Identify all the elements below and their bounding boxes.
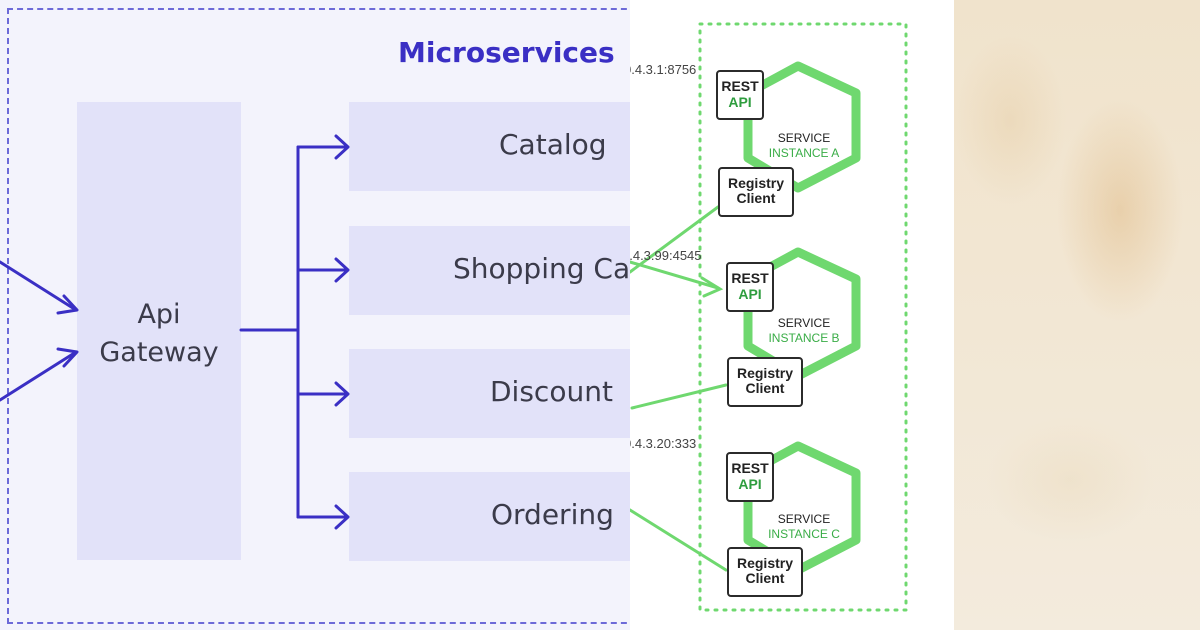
- client-word: Client: [745, 570, 785, 586]
- gateway-line2: Gateway: [99, 337, 219, 368]
- registry-link-b: [630, 383, 728, 410]
- arrowhead-catalog: [334, 134, 350, 160]
- service-label-catalog: Catalog: [499, 128, 607, 161]
- rest-api-box-a: REST API: [716, 70, 764, 120]
- registry-client-a: Registry Client: [718, 167, 794, 217]
- rest-api-box-b: REST API: [726, 262, 774, 312]
- instance-name: INSTANCE C: [768, 527, 840, 541]
- registry-client-b: Registry Client: [727, 357, 803, 407]
- instance-name: INSTANCE B: [768, 331, 840, 345]
- request-arrow-b: [630, 260, 720, 290]
- gateway-connectors: [0, 134, 350, 530]
- service-label-shopping-cart: Shopping Cart: [453, 252, 630, 285]
- rest-label: REST: [721, 78, 759, 94]
- api-label: API: [738, 286, 762, 302]
- service-label-ordering: Ordering: [491, 498, 614, 531]
- service-box-shopping-cart: [349, 226, 630, 315]
- registry-link-a: [630, 205, 720, 274]
- arrowhead-discount: [334, 381, 350, 407]
- incoming-arrowhead-1: [56, 294, 79, 315]
- address-instance-b: 0.4.3.99:4545: [630, 248, 702, 263]
- service-instance-a-label: SERVICE INSTANCE A: [749, 131, 859, 161]
- request-arrowhead-b: [700, 276, 724, 298]
- incoming-arrow-2: [0, 350, 78, 402]
- api-gateway-box: [77, 102, 241, 560]
- api-label: API: [728, 94, 752, 110]
- client-word: Client: [736, 190, 776, 206]
- rest-label: REST: [731, 460, 769, 476]
- rest-label: REST: [731, 270, 769, 286]
- gateway-line1: Api: [137, 299, 181, 330]
- service-instance-b-label: SERVICE INSTANCE B: [749, 316, 859, 346]
- incoming-arrowhead-2: [56, 347, 79, 368]
- registry-word: Registry: [727, 175, 785, 191]
- microservices-diagram: Api Gateway Catalog Shopping Cart Discou…: [0, 0, 630, 630]
- address-instance-a: 0.4.3.1:8756: [630, 62, 697, 77]
- service-word: SERVICE: [777, 131, 831, 145]
- service-box-discount: [349, 349, 630, 438]
- address-instance-c: 0.4.3.20:333: [630, 436, 697, 451]
- registry-word: Registry: [736, 365, 794, 381]
- service-instance-c-label: SERVICE INSTANCE C: [749, 512, 859, 542]
- registry-word: Registry: [736, 555, 794, 571]
- service-label-discount: Discount: [490, 375, 613, 408]
- client-word: Client: [745, 380, 785, 396]
- microservices-title: Microservices: [398, 36, 615, 69]
- service-box-catalog: [349, 102, 630, 191]
- service-word: SERVICE: [777, 316, 831, 330]
- registry-client-c: Registry Client: [727, 547, 803, 597]
- microservices-boundary: [7, 8, 630, 624]
- service-registry-diagram: 0.4.3.1:8756 0.4.3.99:4545 0.4.3.20:333 …: [630, 0, 950, 630]
- service-word: SERVICE: [777, 512, 831, 526]
- panel-divider: [950, 0, 954, 630]
- api-gateway-label: Api Gateway: [77, 296, 241, 372]
- service-box-ordering: [349, 472, 630, 561]
- paper-texture-background: [950, 0, 1200, 630]
- registry-link-c: [630, 508, 728, 572]
- incoming-arrow-1: [0, 260, 78, 312]
- arrowhead-shopping-cart: [334, 257, 350, 283]
- instance-name: INSTANCE A: [768, 146, 840, 160]
- arrowhead-ordering: [334, 504, 350, 530]
- rest-api-box-c: REST API: [726, 452, 774, 502]
- api-label: API: [738, 476, 762, 492]
